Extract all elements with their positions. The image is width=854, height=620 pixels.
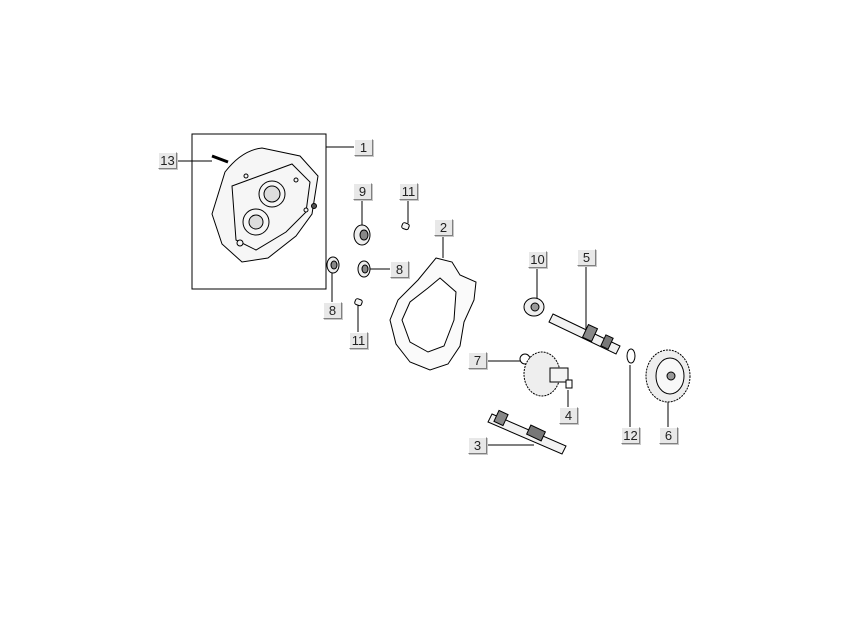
gear-icon	[645, 349, 691, 403]
intermediate-gear-icon	[523, 351, 573, 397]
part-label-7[interactable]: 7	[468, 352, 487, 369]
bearing-icon	[326, 256, 340, 274]
dowel-pin-icon	[401, 222, 410, 231]
part-label-11a[interactable]: 11	[399, 183, 418, 200]
part-label-11b[interactable]: 11	[349, 332, 368, 349]
part-label-13[interactable]: 13	[158, 152, 177, 169]
output-shaft-icon	[548, 313, 621, 355]
screw-icon	[211, 154, 229, 164]
part-label-6[interactable]: 6	[659, 427, 678, 444]
input-shaft-icon	[487, 409, 567, 455]
part-label-10[interactable]: 10	[528, 251, 547, 268]
part-label-8a[interactable]: 8	[323, 302, 342, 319]
part-label-12[interactable]: 12	[621, 427, 640, 444]
part-label-4[interactable]: 4	[559, 407, 578, 424]
bearing-icon	[353, 224, 371, 246]
part-label-1[interactable]: 1	[354, 139, 373, 156]
gearbox-housing-icon	[211, 147, 319, 263]
part-label-9[interactable]: 9	[353, 183, 372, 200]
dowel-pin-icon	[354, 298, 363, 307]
part-label-3[interactable]: 3	[468, 437, 487, 454]
part-label-8b[interactable]: 8	[390, 261, 409, 278]
oil-seal-icon	[523, 297, 545, 317]
housing-group-frame	[191, 133, 327, 290]
circlip-icon	[626, 348, 636, 364]
bearing-icon	[357, 260, 371, 278]
part-label-2[interactable]: 2	[434, 219, 453, 236]
part-label-5[interactable]: 5	[577, 249, 596, 266]
